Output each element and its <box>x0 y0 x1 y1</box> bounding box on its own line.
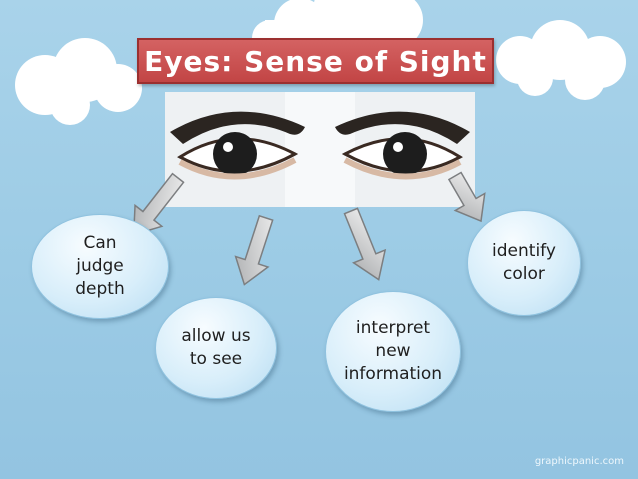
bubble-allow-see: allow us to see <box>155 297 277 399</box>
down-arrow-3 <box>343 207 387 281</box>
title-box: Eyes: Sense of Sight <box>137 38 494 84</box>
cloud-top-right <box>496 20 626 100</box>
bubble-identify-color: identify color <box>467 210 581 316</box>
bubble-interpret-information: interpret new information <box>325 291 461 412</box>
cloud-top-left <box>15 38 142 125</box>
bubble-label: allow us to see <box>181 326 251 369</box>
bubble-judge-depth: Can judge depth <box>31 214 169 319</box>
bubble-label: identify color <box>492 241 556 284</box>
down-arrow-2 <box>234 214 274 286</box>
bubble-label: Can judge depth <box>75 233 125 299</box>
slide-title: Eyes: Sense of Sight <box>144 44 487 78</box>
bubble-label: interpret new information <box>343 318 443 384</box>
down-arrow-4 <box>447 171 486 223</box>
eyes-image <box>165 92 475 207</box>
watermark: graphicpanic.com <box>534 456 624 467</box>
